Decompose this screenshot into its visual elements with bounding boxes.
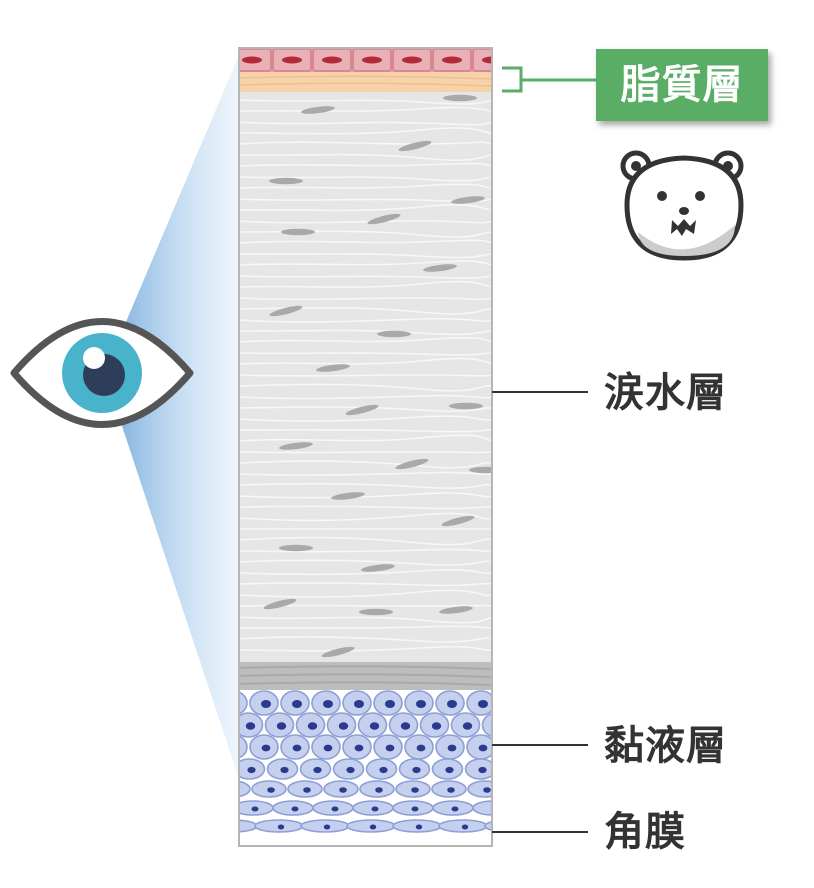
aqueous-particles [263,94,492,658]
lipid-layer-label: 脂質層 [596,49,768,121]
lipid-bracket [502,66,598,93]
bear-mascot-icon [620,150,744,261]
aqueous-fibers [239,99,492,652]
aqueous-layer-label: 涙水層 [604,370,727,416]
mucin-cells [239,690,492,833]
lipid-cells [239,48,492,72]
layer-column [239,48,492,846]
oil-band [239,72,492,92]
view-cone [120,48,242,788]
mucin-layer-label: 黏液層 [604,723,727,769]
cornea-label: 角膜 [604,809,686,855]
eye-icon [10,318,194,428]
